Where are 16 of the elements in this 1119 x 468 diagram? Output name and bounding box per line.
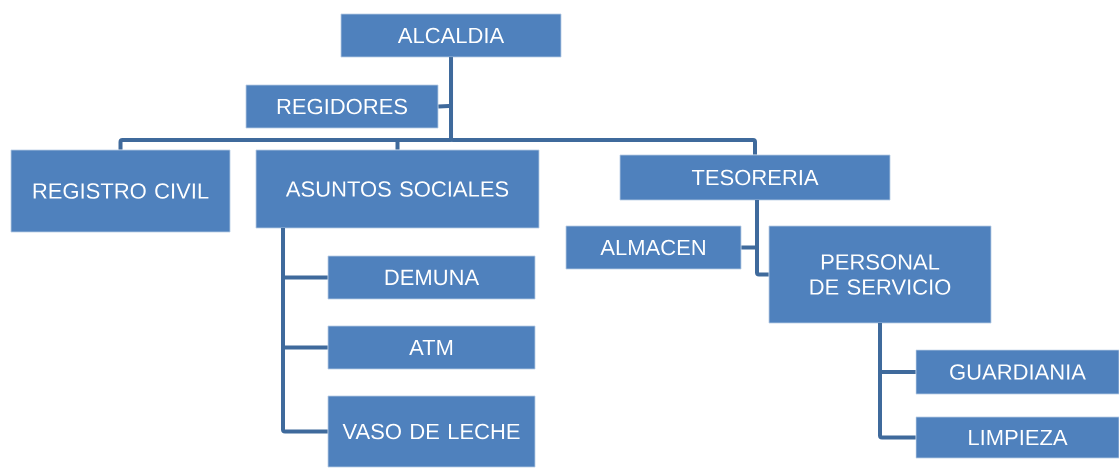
org-box: VASO DE LECHE [327, 395, 536, 468]
org-box: TESORERIA [619, 154, 891, 201]
org-box: PERSONAL DE SERVICIO [768, 225, 992, 324]
org-box: ALMACEN [565, 225, 742, 270]
org-box: REGIDORES [245, 84, 439, 129]
connector [755, 200, 769, 277]
connector [878, 323, 916, 440]
org-box: ASUNTOS SOCIALES [255, 149, 540, 229]
org-box: ATM [327, 325, 536, 370]
connector [449, 57, 757, 155]
org-box: REGISTRO CIVIL [10, 149, 231, 233]
org-box: DEMUNA [327, 255, 536, 300]
org-box: LIMPIEZA [915, 416, 1119, 459]
org-box: GUARDIANIA [915, 349, 1119, 395]
connector [281, 228, 328, 434]
org-box: ALCALDIA [340, 13, 562, 58]
